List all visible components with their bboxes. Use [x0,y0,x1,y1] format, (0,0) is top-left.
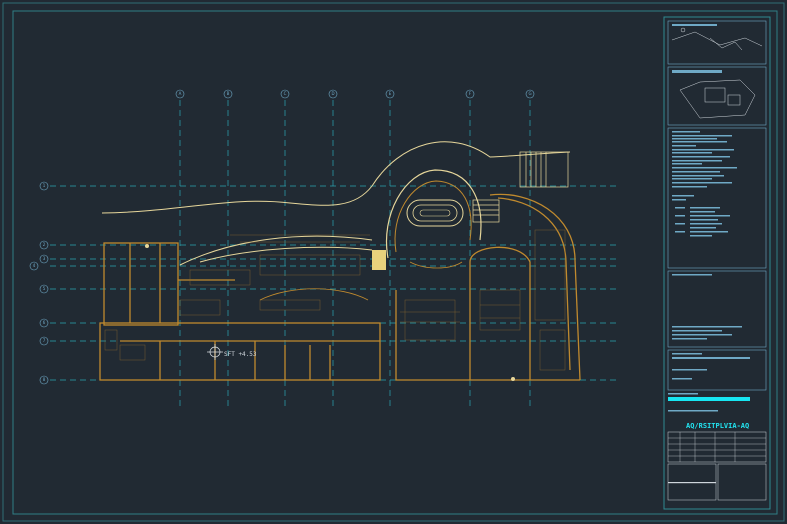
interior-hatch [104,229,566,371]
title-block-frame [663,16,771,510]
grid-col-b: B [227,91,230,96]
revision-table-grid [668,432,766,462]
grid-bubbles-columns [175,89,535,99]
title-accent-line [668,393,698,395]
stamp-area [667,270,767,348]
interior-arcs [259,261,463,301]
grid-row-4: 4 [33,263,36,268]
level-annotation: SFT +4.53 [224,351,257,358]
stair-east [472,199,500,223]
sheet-border-inner [12,10,778,515]
notes-lines [672,131,737,237]
revision-table [667,431,767,463]
dimension-markers [145,244,515,381]
project-info [667,349,767,391]
stair-north [519,151,569,188]
drawing-code: AQ/RSITPLVIA-AQ [686,422,749,430]
grid-col-g: G [528,91,531,96]
grid-col-e: E [389,91,392,96]
title-block: AQ/RSITPLVIA-AQ [663,16,771,510]
title-accent-bar [668,397,750,401]
level-marker [207,344,223,360]
grid-col-f: F [469,91,472,96]
key-map-1 [667,20,767,65]
site-boundary [101,141,571,266]
grid-bubbles-rows [29,181,49,385]
key-map-2-content [672,70,756,119]
grid-row-3: 3 [43,256,46,261]
project-info-lines [672,353,750,380]
grid-row-8: 8 [43,377,46,382]
grid-row-6: 6 [43,320,46,325]
building-walls [99,193,581,381]
signature-box-row [668,482,716,484]
key-map-2 [667,66,767,126]
key-map-1-content [671,24,763,51]
grid-col-a: A [179,91,182,96]
grid-col-d: D [331,91,334,96]
stamp-lines [672,274,742,340]
rotunda [386,169,482,259]
notes-block [667,127,767,269]
highlighted-column [372,250,386,270]
grid-row-5: 5 [43,286,46,291]
grid-row-2: 2 [43,242,46,247]
signature-box-right [717,463,767,501]
grid-col-c: C [284,91,287,96]
title-accent-line-2 [668,410,718,412]
grid-row-7: 7 [43,338,46,343]
grid-row-1: 1 [43,183,46,188]
